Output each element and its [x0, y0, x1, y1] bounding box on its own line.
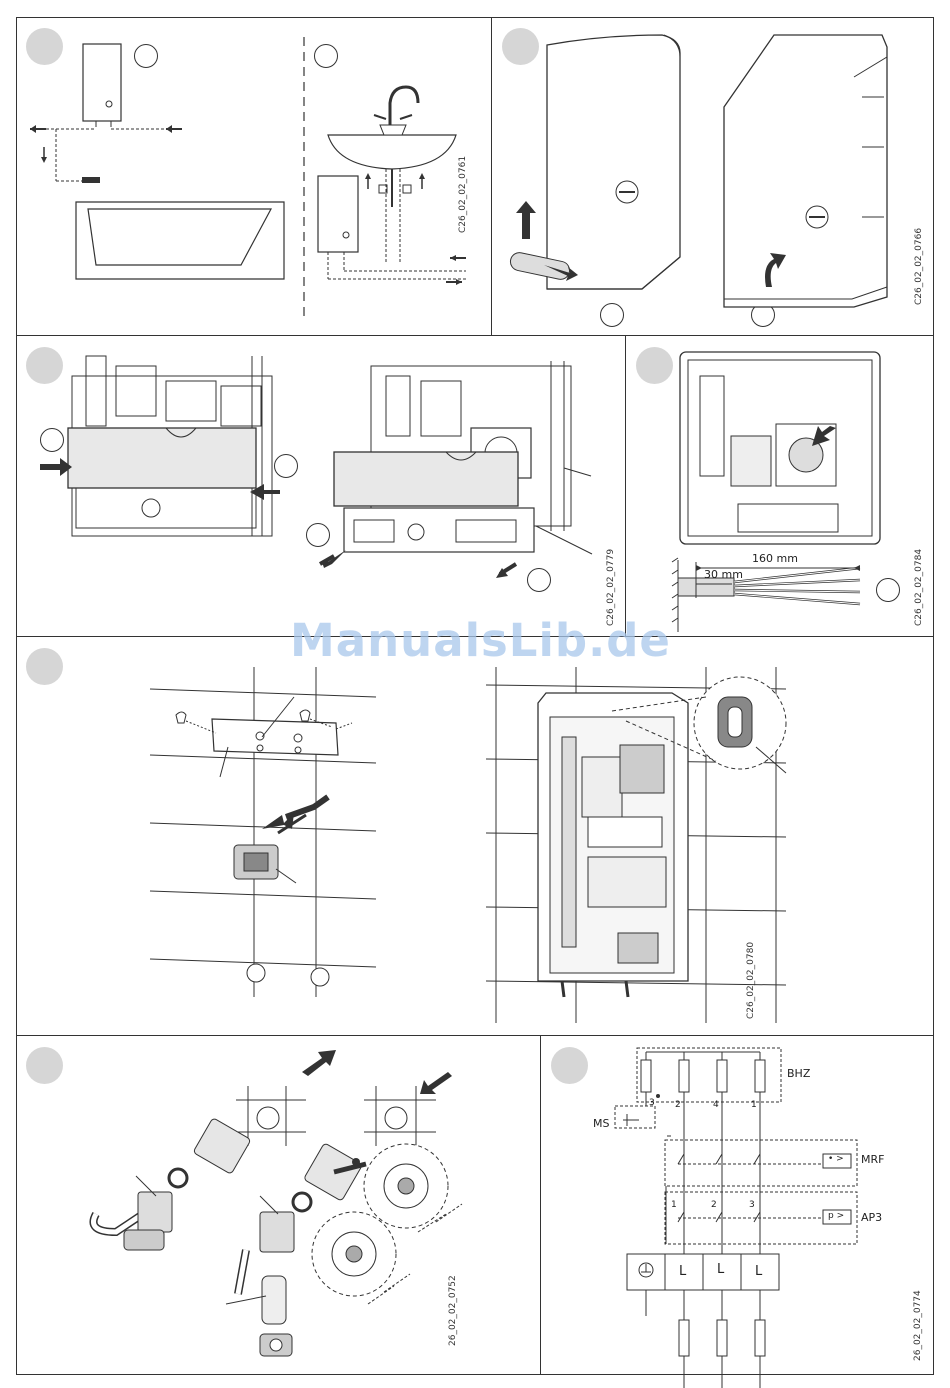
panel-remove-lower-part: C26_02_02_0779	[16, 336, 625, 636]
figure-code: C26_02_02_0766	[914, 228, 924, 305]
cable-illustration	[626, 336, 934, 636]
contact-number: 1	[671, 1200, 677, 1210]
label-ms: MS	[593, 1117, 609, 1130]
mrf-symbol: • >	[828, 1154, 844, 1164]
figure-code: C26_02_02_0761	[458, 156, 468, 233]
panel-wiring-diagram: BHZ MS MRF AP3 3 2 4 1 1 2 3 • > p > L L…	[541, 1036, 934, 1375]
cover-illustration	[492, 17, 934, 335]
terminal-number: 3	[649, 1098, 655, 1108]
dimension-total: 160 mm	[752, 552, 798, 565]
contact-number: 3	[749, 1200, 755, 1210]
label-bhz: BHZ	[787, 1067, 810, 1080]
figure-code: 26_02_02_0752	[448, 1275, 458, 1346]
contact-number: 2	[711, 1200, 717, 1210]
panel-open-cover: C26_02_02_0766	[492, 17, 934, 335]
wiring-schematic	[541, 1036, 934, 1375]
terminal-label: L	[679, 1264, 686, 1279]
panel-wall-mounting: C26_02_02_0780	[16, 637, 934, 1035]
dimension-strip: 30 mm	[704, 568, 743, 581]
terminal-number: 2	[675, 1100, 681, 1110]
terminal-number: 4	[713, 1100, 719, 1110]
terminal-number: 1	[751, 1100, 757, 1110]
lower-part-illustration	[16, 336, 625, 636]
label-ap3: AP3	[861, 1211, 882, 1224]
relay-symbol: p >	[828, 1211, 844, 1221]
terminal-label: L	[755, 1264, 762, 1279]
figure-code: C26_02_02_0780	[746, 942, 756, 1019]
panel-installation-options: C26_02_02_0761	[16, 17, 491, 335]
figure-code: C26_02_02_0784	[914, 549, 924, 626]
panel-cable-preparation: 160 mm 30 mm C26_02_02_0784	[626, 336, 934, 636]
mounting-illustration	[16, 637, 934, 1035]
figure-code: 26_02_02_0774	[913, 1290, 923, 1361]
fittings-illustration	[16, 1036, 540, 1375]
installation-illustration	[16, 17, 491, 335]
label-mrf: MRF	[861, 1153, 884, 1166]
terminal-label: L	[717, 1262, 724, 1277]
panel-water-connections: 26_02_02_0752	[16, 1036, 540, 1375]
